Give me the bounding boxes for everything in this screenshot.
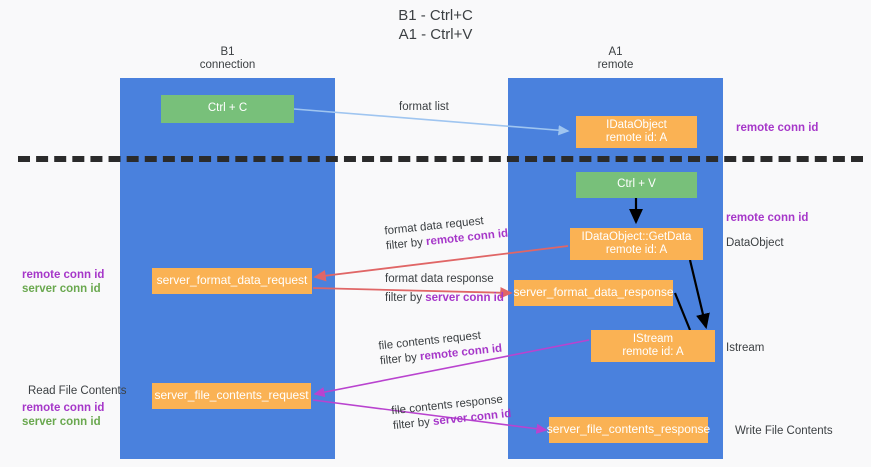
node-ctrl-c-label: Ctrl + C <box>207 102 248 115</box>
annotation-left-conn-ids-2: remote conn id server conn id <box>22 401 104 429</box>
filter-prefix: filter by <box>385 292 426 304</box>
filter-prefix: filter by <box>379 351 421 368</box>
connector-response-to-istream <box>673 292 692 331</box>
filter-prefix: filter by <box>385 236 427 253</box>
filter-key-server-conn-id: server conn id <box>425 292 504 304</box>
annotation-istream: Istream <box>726 342 765 354</box>
node-server-format-data-request-label: server_format_data_request <box>156 273 308 288</box>
node-getdata-line2: remote id: A <box>605 244 668 256</box>
node-istream-line1: IStream <box>632 332 674 345</box>
edge-label-format-data-response: format data response filter by server co… <box>385 272 504 306</box>
node-server-format-data-response[interactable]: server_format_data_response <box>513 280 674 306</box>
column-right-role: remote <box>597 59 634 71</box>
connector-format-list <box>293 108 570 136</box>
node-server-format-data-response-label: server_format_data_response <box>513 285 674 300</box>
column-left-name: B1 <box>220 46 235 58</box>
column-header-right: A1 remote <box>508 46 723 72</box>
connector-format-data-response <box>312 286 513 299</box>
edge-label-format-list: format list <box>399 100 449 115</box>
node-getdata-line1: IDataObject::GetData <box>581 230 692 243</box>
node-server-file-contents-response-label: server_file_contents_response <box>546 422 711 437</box>
column-left-role: connection <box>199 59 256 71</box>
annotation-read-file-contents: Read File Contents <box>28 385 127 397</box>
edge-format-data-response-filter: filter by server conn id <box>385 291 504 306</box>
node-server-file-contents-response[interactable]: server_file_contents_response <box>546 417 711 443</box>
connector-format-data-request <box>313 245 569 282</box>
annotation-remote-conn-id-top: remote conn id <box>736 122 819 134</box>
phase-divider <box>18 156 863 162</box>
annotation-left-server-conn-id-2: server conn id <box>22 416 101 428</box>
connector-getdata-to-istream <box>688 259 710 330</box>
annotation-left-server-conn-id-1: server conn id <box>22 283 101 295</box>
annotation-write-file-contents: Write File Contents <box>735 425 833 437</box>
annotation-remote-conn-id-mid: remote conn id <box>726 212 809 224</box>
annotation-dataobject: DataObject <box>726 237 784 249</box>
page-title: B1 - Ctrl+C A1 - Ctrl+V <box>0 6 871 44</box>
connector-file-contents-response <box>312 399 548 434</box>
node-server-format-data-request[interactable]: server_format_data_request <box>152 268 312 294</box>
title-line-2: A1 - Ctrl+V <box>398 26 473 43</box>
annotation-left-remote-conn-id-2: remote conn id <box>22 402 105 414</box>
title-line-1: B1 - Ctrl+C <box>398 7 473 24</box>
node-server-file-contents-request[interactable]: server_file_contents_request <box>152 383 311 409</box>
column-header-left: B1 connection <box>120 46 335 72</box>
node-ctrl-v-label: Ctrl + V <box>617 178 656 191</box>
annotation-left-conn-ids-1: remote conn id server conn id <box>22 268 104 296</box>
node-ctrl-c[interactable]: Ctrl + C <box>161 95 294 123</box>
column-right-name: A1 <box>608 46 623 58</box>
node-istream-line2: remote id: A <box>622 346 684 358</box>
node-idataobject-line2: remote id: A <box>605 132 668 144</box>
annotation-left-remote-conn-id-1: remote conn id <box>22 269 105 281</box>
node-server-file-contents-request-label: server_file_contents_request <box>154 388 309 403</box>
edge-format-data-response-text: format data response <box>385 273 494 285</box>
edge-format-list-text: format list <box>399 101 449 113</box>
node-idataobject-line1: IDataObject <box>606 118 667 131</box>
node-ctrl-v[interactable]: Ctrl + V <box>576 172 697 198</box>
node-idataobject[interactable]: IDataObject remote id: A <box>576 116 697 148</box>
filter-prefix: filter by <box>392 415 434 433</box>
node-idataobject-getdata[interactable]: IDataObject::GetData remote id: A <box>570 228 703 260</box>
connector-file-contents-request <box>313 339 590 398</box>
node-istream[interactable]: IStream remote id: A <box>591 330 715 362</box>
